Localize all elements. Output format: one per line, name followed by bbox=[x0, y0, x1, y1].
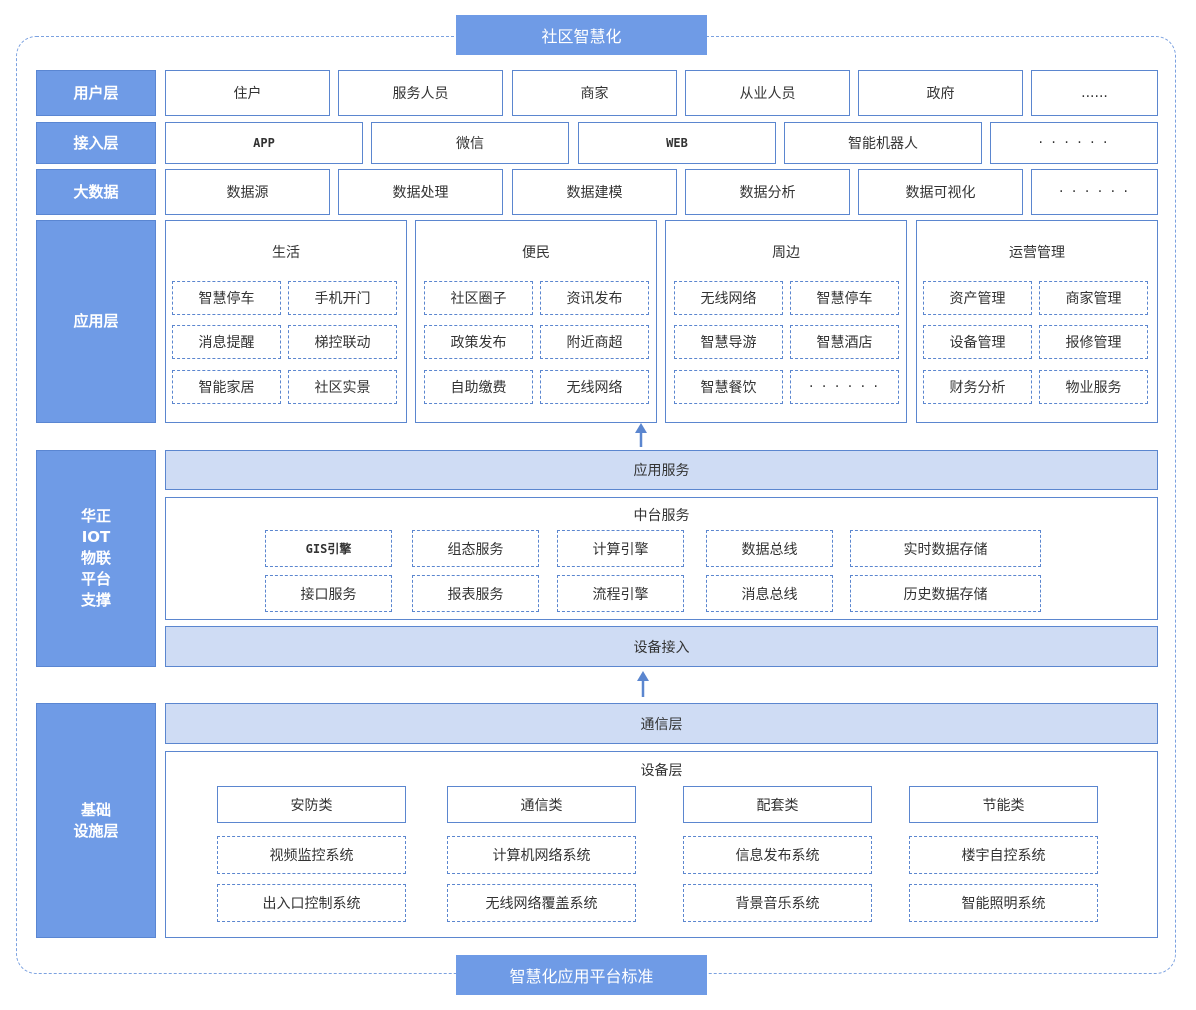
middle-item: 实时数据存储 bbox=[850, 530, 1041, 567]
access-item: WEB bbox=[578, 122, 776, 164]
infra-label-line: 基础 bbox=[80, 800, 111, 819]
app-item: 自助缴费 bbox=[424, 370, 533, 404]
iot-label-line: 支撑 bbox=[80, 591, 111, 609]
device-system: 出入口控制系统 bbox=[217, 884, 406, 922]
layer-label-user: 用户层 bbox=[36, 70, 156, 116]
bigdata-item: 数据建模 bbox=[512, 169, 677, 215]
layer-label-infra: 基础 设施层 bbox=[36, 703, 156, 938]
app-item: 社区实景 bbox=[288, 370, 397, 404]
app-item: 消息提醒 bbox=[172, 325, 281, 359]
user-item: 从业人员 bbox=[685, 70, 850, 116]
app-group-title: 便民 bbox=[522, 245, 550, 261]
app-item: 附近商超 bbox=[540, 325, 649, 359]
app-item: 智慧导游 bbox=[674, 325, 783, 359]
app-group-title: 生活 bbox=[272, 245, 300, 261]
layer-label-app: 应用层 bbox=[36, 220, 156, 423]
device-category: 节能类 bbox=[909, 786, 1098, 823]
app-item-more: · · · · · · bbox=[790, 370, 899, 404]
layer-label-iot: 华正 IOT 物联 平台 支撑 bbox=[36, 450, 156, 667]
middle-item: 流程引擎 bbox=[557, 575, 684, 612]
app-item: 物业服务 bbox=[1039, 370, 1148, 404]
bigdata-item-more: · · · · · · bbox=[1031, 169, 1158, 215]
middle-item: 消息总线 bbox=[706, 575, 833, 612]
device-system: 视频监控系统 bbox=[217, 836, 406, 874]
iot-label-line: 华正 bbox=[80, 507, 111, 525]
bigdata-item: 数据分析 bbox=[685, 169, 850, 215]
device-system: 无线网络覆盖系统 bbox=[447, 884, 636, 922]
middle-item: 组态服务 bbox=[412, 530, 539, 567]
bottom-banner: 智慧化应用平台标准 bbox=[456, 955, 707, 995]
middle-item: 接口服务 bbox=[265, 575, 392, 612]
infra-label-line: 设施层 bbox=[73, 821, 119, 840]
app-item: 手机开门 bbox=[288, 281, 397, 315]
app-item: 智慧停车 bbox=[790, 281, 899, 315]
app-item: 无线网络 bbox=[674, 281, 783, 315]
app-item: 智慧酒店 bbox=[790, 325, 899, 359]
device-category: 安防类 bbox=[217, 786, 406, 823]
device-system: 楼宇自控系统 bbox=[909, 836, 1098, 874]
app-item: 智能家居 bbox=[172, 370, 281, 404]
bigdata-item: 数据处理 bbox=[338, 169, 503, 215]
app-group-title: 运营管理 bbox=[1009, 245, 1065, 261]
device-category: 配套类 bbox=[683, 786, 872, 823]
app-item: 报修管理 bbox=[1039, 325, 1148, 359]
device-system: 信息发布系统 bbox=[683, 836, 872, 874]
device-access-band: 设备接入 bbox=[165, 626, 1158, 667]
app-item: 财务分析 bbox=[923, 370, 1032, 404]
device-system: 计算机网络系统 bbox=[447, 836, 636, 874]
bigdata-item: 数据可视化 bbox=[858, 169, 1023, 215]
middle-item: GIS引擎 bbox=[265, 530, 392, 567]
app-item: 梯控联动 bbox=[288, 325, 397, 359]
app-item: 设备管理 bbox=[923, 325, 1032, 359]
app-item: 政策发布 bbox=[424, 325, 533, 359]
arrow-up-icon bbox=[635, 423, 647, 447]
comm-layer-band: 通信层 bbox=[165, 703, 1158, 744]
arrow-up-icon bbox=[637, 671, 649, 697]
layer-label-bigdata: 大数据 bbox=[36, 169, 156, 215]
app-item: 社区圈子 bbox=[424, 281, 533, 315]
user-item: 政府 bbox=[858, 70, 1023, 116]
device-layer-title: 设备层 bbox=[640, 763, 683, 779]
user-item: 服务人员 bbox=[338, 70, 503, 116]
access-item: 智能机器人 bbox=[784, 122, 982, 164]
access-item-more: · · · · · · bbox=[990, 122, 1158, 164]
user-item: 住户 bbox=[165, 70, 330, 116]
app-item: 无线网络 bbox=[540, 370, 649, 404]
iot-label-line: 平台 bbox=[80, 570, 111, 588]
app-item: 商家管理 bbox=[1039, 281, 1148, 315]
app-item: 智慧餐饮 bbox=[674, 370, 783, 404]
device-category: 通信类 bbox=[447, 786, 636, 823]
device-system: 智能照明系统 bbox=[909, 884, 1098, 922]
user-item-more: ...... bbox=[1031, 70, 1158, 116]
app-item: 资产管理 bbox=[923, 281, 1032, 315]
middle-item: 历史数据存储 bbox=[850, 575, 1041, 612]
middle-item: 计算引擎 bbox=[557, 530, 684, 567]
iot-label-line: IOT bbox=[81, 528, 111, 546]
iot-label-line: 物联 bbox=[80, 549, 111, 567]
layer-label-access: 接入层 bbox=[36, 122, 156, 164]
app-service-band: 应用服务 bbox=[165, 450, 1158, 490]
app-group-title: 周边 bbox=[772, 245, 800, 261]
user-item: 商家 bbox=[512, 70, 677, 116]
top-banner: 社区智慧化 bbox=[456, 15, 707, 55]
access-item: APP bbox=[165, 122, 363, 164]
middle-platform-title: 中台服务 bbox=[633, 508, 690, 524]
app-item: 智慧停车 bbox=[172, 281, 281, 315]
middle-item: 数据总线 bbox=[706, 530, 833, 567]
middle-item: 报表服务 bbox=[412, 575, 539, 612]
access-item: 微信 bbox=[371, 122, 569, 164]
app-item: 资讯发布 bbox=[540, 281, 649, 315]
bigdata-item: 数据源 bbox=[165, 169, 330, 215]
device-system: 背景音乐系统 bbox=[683, 884, 872, 922]
